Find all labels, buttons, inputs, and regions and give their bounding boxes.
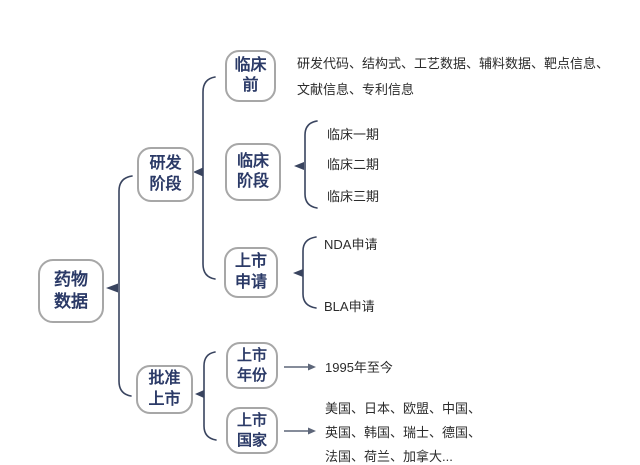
node-market-application: 上市 申请 — [224, 247, 278, 298]
leaf-bla-application: BLA申请 — [324, 299, 375, 314]
node-clinical-stage: 临床 阶段 — [225, 143, 281, 201]
arrow-market-country — [284, 427, 316, 435]
node-rd-stage: 研发 阶段 — [137, 147, 194, 202]
arrow-market-year — [284, 363, 316, 371]
node-preclinical: 临床 前 — [225, 50, 276, 102]
leaf-preclinical-info: 研发代码、结构式、工艺数据、辅料数据、靶点信息、 文献信息、专利信息 — [297, 56, 610, 97]
leaf-clinical-phase-2: 临床二期 — [327, 157, 380, 172]
leaf-clinical-phase-1: 临床一期 — [327, 127, 380, 142]
brace-clinical-phases — [294, 120, 318, 209]
node-approved-market: 批准 上市 — [136, 365, 193, 414]
brace-market-application — [293, 236, 317, 309]
node-market-country: 上市 国家 — [226, 407, 278, 454]
brace-root-to-branches — [106, 175, 133, 397]
brace-rd-stage-children — [193, 76, 216, 280]
brace-approved-children — [195, 351, 217, 441]
leaf-nda-application: NDA申请 — [324, 237, 378, 252]
node-market-year: 上市 年份 — [226, 342, 278, 389]
leaf-market-countries: 美国、日本、欧盟、中国、 英国、韩国、瑞士、德国、 法国、荷兰、加拿大... — [325, 401, 482, 464]
node-drug-data: 药物 数据 — [38, 259, 104, 323]
leaf-clinical-phase-3: 临床三期 — [327, 189, 380, 204]
leaf-market-year-range: 1995年至今 — [325, 360, 393, 375]
